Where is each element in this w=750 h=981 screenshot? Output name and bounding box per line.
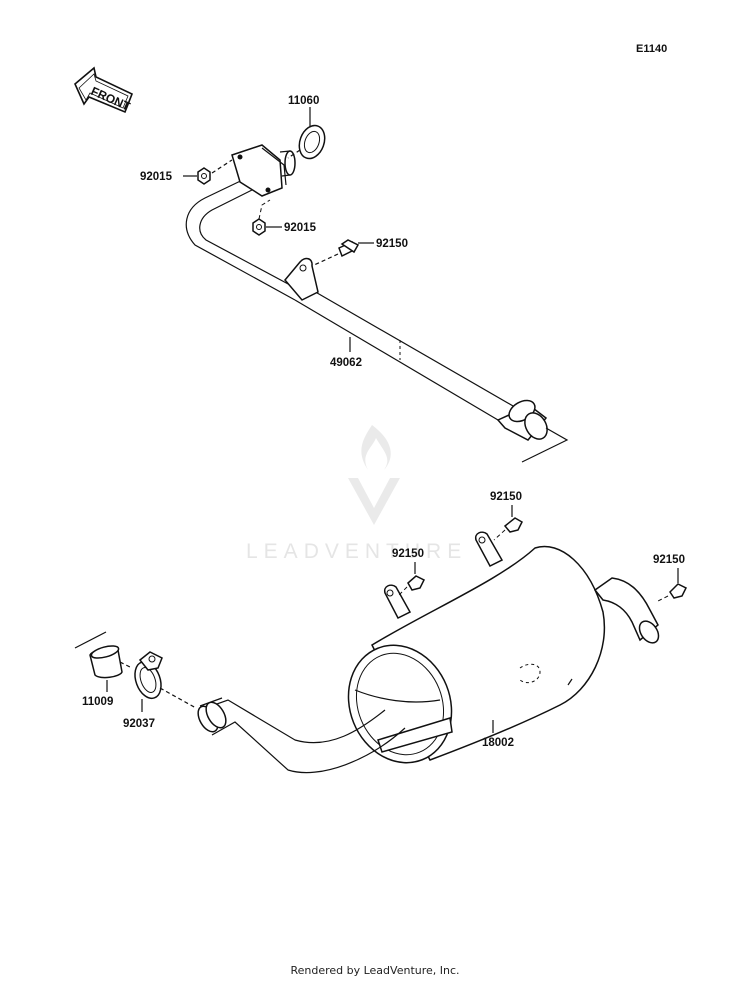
muffler[interactable] xyxy=(331,531,662,778)
nut-lower[interactable] xyxy=(252,199,282,236)
clamp[interactable] xyxy=(130,651,197,712)
gasket[interactable] xyxy=(287,107,329,162)
bolt-pipe-label: 92150 xyxy=(376,238,408,250)
nut-lower-label: 92015 xyxy=(284,222,317,234)
exhaust-pipe[interactable] xyxy=(185,144,569,463)
diagram-code: E1140 xyxy=(636,43,667,55)
leadventure-watermark: LEADVENTURE xyxy=(246,425,467,563)
bolt-muffler-top[interactable] xyxy=(493,505,523,541)
watermark-text: LEADVENTURE xyxy=(246,540,467,563)
front-arrow-icon: FRONT xyxy=(74,66,134,114)
muffler-inlet-pipe[interactable] xyxy=(194,697,406,774)
exhaust-pipe-label: 49062 xyxy=(330,357,362,369)
muffler-label: 18002 xyxy=(482,737,514,749)
footer-credit: Rendered by LeadVenture, Inc. xyxy=(290,964,460,977)
bolt-muffler-right-label: 92150 xyxy=(653,554,685,566)
bolt-muffler-mid-label: 92150 xyxy=(392,548,424,560)
nut-upper-label: 92015 xyxy=(140,171,173,183)
bolt-muffler-right[interactable] xyxy=(655,568,688,603)
nut-upper[interactable] xyxy=(183,159,233,185)
gasket-label: 11060 xyxy=(288,95,319,107)
bolt-muffler-top-label: 92150 xyxy=(490,491,522,503)
bolt-muffler-mid[interactable] xyxy=(397,562,426,597)
sleeve-label: 11009 xyxy=(82,696,113,708)
sleeve[interactable] xyxy=(74,631,133,692)
bolt-pipe[interactable] xyxy=(311,239,374,267)
clamp-label: 92037 xyxy=(123,718,155,730)
